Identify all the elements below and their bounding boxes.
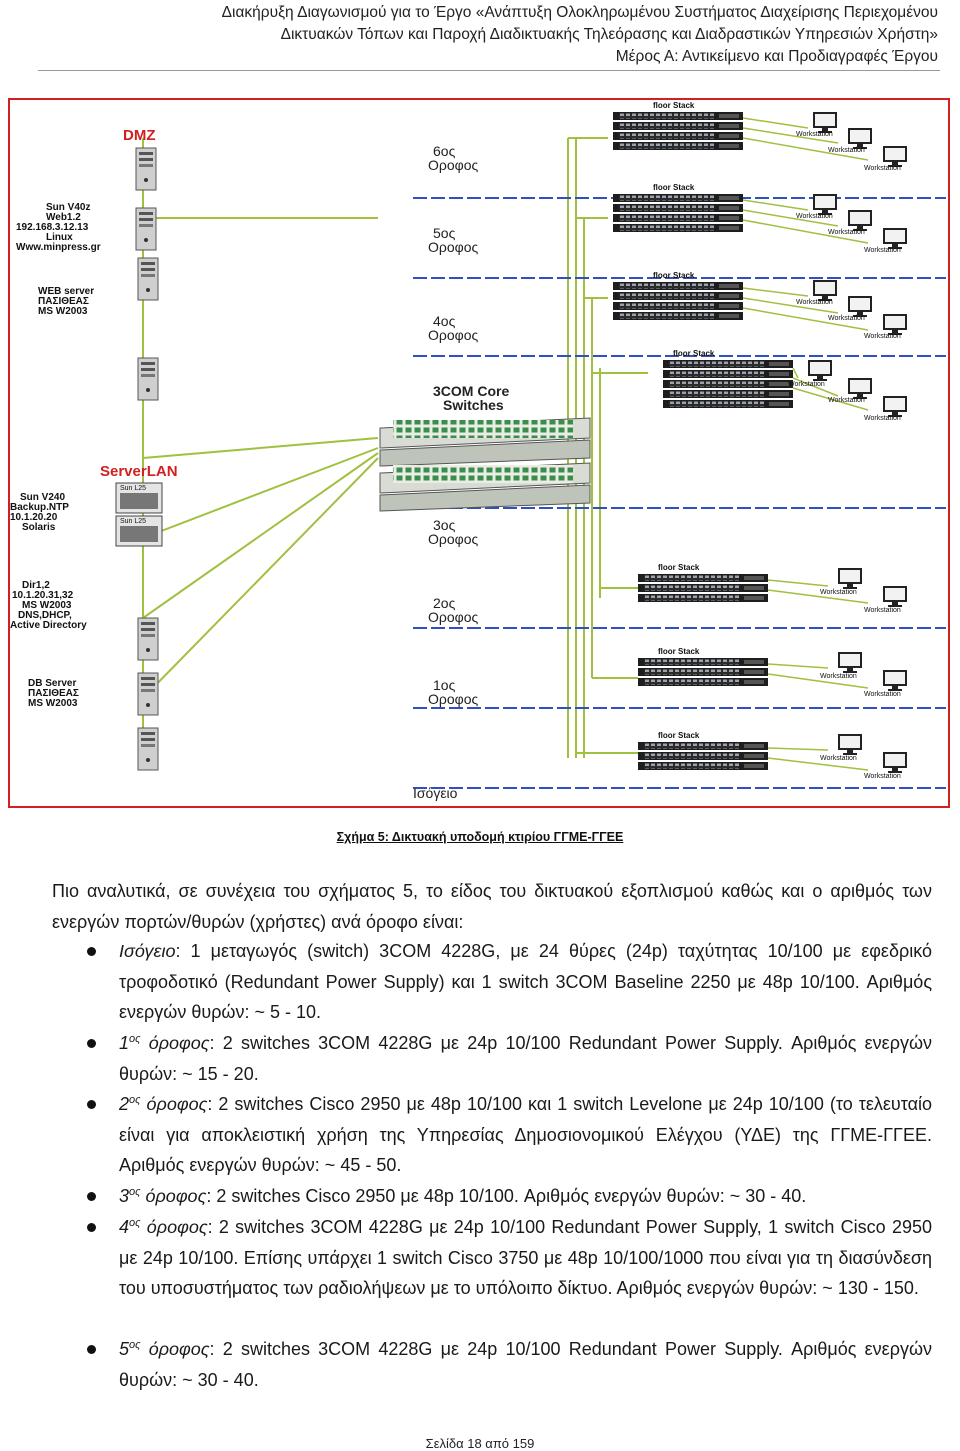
svg-text:Sun V240: Sun V240 xyxy=(20,492,65,503)
svg-text:10.1.20.31,32: 10.1.20.31,32 xyxy=(12,590,74,601)
floor-separators xyxy=(413,197,946,789)
svg-text:Workstation: Workstation xyxy=(796,131,833,138)
bullet-icon xyxy=(87,1345,96,1354)
svg-text:Linux: Linux xyxy=(46,232,73,243)
svg-text:ΠΑΣΙΘΕΑΣ: ΠΑΣΙΘΕΑΣ xyxy=(38,296,89,307)
bullet-icon xyxy=(87,1223,96,1232)
svg-text:Workstation: Workstation xyxy=(864,165,901,172)
list-item: 4ος όροφος: 2 switches 3COM 4228G με 24p… xyxy=(52,1212,932,1334)
floor-stacks: floor Stack floor Stack floor Stack floo… xyxy=(613,101,793,770)
svg-text:Workstation: Workstation xyxy=(828,315,865,322)
header-line-1: Διακήρυξη Διαγωνισμού για το Έργο «Ανάπτ… xyxy=(221,4,938,21)
bullet-icon xyxy=(87,947,96,956)
sun-v40z-labels: Sun V40z Web1.2 192.168.3.12.13 Linux Ww… xyxy=(16,202,101,253)
svg-text:Οροφος: Οροφος xyxy=(428,239,479,255)
svg-text:Solaris: Solaris xyxy=(22,522,56,533)
floor-list: Ισόγειο: 1 μεταγωγός (switch) 3COM 4228G… xyxy=(52,936,932,1395)
svg-text:Web1.2: Web1.2 xyxy=(46,212,81,223)
web-server-labels: WEB server ΠΑΣΙΘΕΑΣ MS W2003 xyxy=(38,286,94,317)
svg-text:Sun L25: Sun L25 xyxy=(120,518,146,525)
document-header: Διακήρυξη Διαγωνισμού για το Έργο «Ανάπτ… xyxy=(222,2,938,68)
intro-paragraph: Πιο αναλυτικά, σε συνέχεια του σχήματος … xyxy=(52,881,932,932)
core-switch-stack: 3COM Core Switches xyxy=(379,383,591,512)
list-item: Ισόγειο: 1 μεταγωγός (switch) 3COM 4228G… xyxy=(52,936,932,1028)
svg-text:Οροφος: Οροφος xyxy=(428,157,479,173)
svg-text:Www.minpress.gr: Www.minpress.gr xyxy=(16,242,101,253)
svg-text:192.168.3.12.13: 192.168.3.12.13 xyxy=(16,222,89,233)
svg-text:Οροφος: Οροφος xyxy=(428,609,479,625)
svg-text:Workstation: Workstation xyxy=(796,299,833,306)
svg-text:Sun V40z: Sun V40z xyxy=(46,202,90,213)
svg-text:3ος: 3ος xyxy=(433,517,456,533)
svg-text:floor Stack: floor Stack xyxy=(658,563,700,572)
svg-text:Workstation: Workstation xyxy=(864,247,901,254)
svg-text:MS W2003: MS W2003 xyxy=(28,698,78,709)
list-item: 2ος όροφος: 2 switches Cisco 2950 με 48p… xyxy=(52,1089,932,1181)
sun-v240-labels: Sun V240 Backup.NTP 10.1.20.20 Solaris xyxy=(10,492,69,533)
network-diagram: DMZ Sun V40z Web1.2 192.168.3.12.13 Linu… xyxy=(8,98,950,808)
figure-caption: Σχήμα 5: Δικτυακή υποδομή κτιρίου ΓΓΜΕ-Γ… xyxy=(336,830,624,844)
bullet-icon xyxy=(87,1192,96,1201)
svg-text:Backup.NTP: Backup.NTP xyxy=(10,502,69,513)
svg-text:Οροφος: Οροφος xyxy=(428,327,479,343)
svg-text:floor Stack: floor Stack xyxy=(653,183,695,192)
list-item: 5ος όροφος: 2 switches 3COM 4228G με 24p… xyxy=(52,1334,932,1395)
svg-text:Workstation: Workstation xyxy=(820,755,857,762)
svg-text:Workstation: Workstation xyxy=(828,147,865,154)
svg-text:MS W2003: MS W2003 xyxy=(38,306,88,317)
svg-text:6ος: 6ος xyxy=(433,143,456,159)
svg-text:Active Directory: Active Directory xyxy=(10,620,87,631)
svg-text:floor Stack: floor Stack xyxy=(653,101,695,110)
svg-text:Workstation: Workstation xyxy=(864,773,901,780)
page-number: Σελίδα 18 από 159 xyxy=(425,1436,535,1451)
svg-text:Workstation: Workstation xyxy=(828,229,865,236)
svg-text:Workstation: Workstation xyxy=(820,673,857,680)
svg-text:floor Stack: floor Stack xyxy=(673,349,715,358)
list-item: 1ος όροφος: 2 switches 3COM 4228G με 24p… xyxy=(52,1028,932,1089)
svg-text:Switches: Switches xyxy=(443,397,504,413)
header-line-3: Μέρος Α: Αντικείμενο και Προδιαγραφές Έρ… xyxy=(615,48,938,65)
list-item: 3ος όροφος: 2 switches Cisco 2950 με 48p… xyxy=(52,1181,932,1212)
svg-text:Workstation: Workstation xyxy=(788,381,825,388)
svg-text:Workstation: Workstation xyxy=(864,415,901,422)
workstation-links xyxy=(742,117,869,771)
svg-text:floor Stack: floor Stack xyxy=(658,731,700,740)
svg-text:Sun L25: Sun L25 xyxy=(120,485,146,492)
svg-text:DB Server: DB Server xyxy=(28,678,76,689)
svg-text:floor Stack: floor Stack xyxy=(658,647,700,656)
svg-text:Ισόγειο: Ισόγειο xyxy=(413,785,458,801)
bullet-icon xyxy=(87,1039,96,1048)
floor-labels: 6ος Οροφος 5ος Οροφος 4ος Οροφος 3ος Ορο… xyxy=(413,143,479,801)
svg-text:Workstation: Workstation xyxy=(864,607,901,614)
svg-text:Workstation: Workstation xyxy=(828,397,865,404)
svg-text:10.1.20.20: 10.1.20.20 xyxy=(10,512,58,523)
bullet-icon xyxy=(87,1100,96,1109)
dir-labels: Dir1,2 10.1.20.31,32 MS W2003 DNS,DHCP, … xyxy=(10,580,87,631)
svg-text:Οροφος: Οροφος xyxy=(428,531,479,547)
svg-text:5ος: 5ος xyxy=(433,225,456,241)
svg-text:MS W2003: MS W2003 xyxy=(22,600,72,611)
svg-text:Workstation: Workstation xyxy=(820,589,857,596)
header-line-2: Δικτυακών Τόπων και Παροχή Διαδικτυακής … xyxy=(280,26,938,43)
svg-text:Οροφος: Οροφος xyxy=(428,691,479,707)
header-rule xyxy=(38,70,940,71)
svg-text:4ος: 4ος xyxy=(433,313,456,329)
svg-text:3COM Core: 3COM Core xyxy=(433,383,509,399)
svg-text:Workstation: Workstation xyxy=(796,213,833,220)
svg-text:Dir1,2: Dir1,2 xyxy=(22,580,50,591)
svg-text:floor Stack: floor Stack xyxy=(653,271,695,280)
svg-text:WEB server: WEB server xyxy=(38,286,94,297)
svg-text:ΠΑΣΙΘΕΑΣ: ΠΑΣΙΘΕΑΣ xyxy=(28,688,79,699)
sun-l25-servers: Sun L25 Sun L25 xyxy=(115,482,163,547)
db-server-labels: DB Server ΠΑΣΙΘΕΑΣ MS W2003 xyxy=(28,678,79,709)
workstation-labels: Workstation Workstation Workstation Work… xyxy=(788,131,901,780)
svg-text:Workstation: Workstation xyxy=(864,691,901,698)
svg-text:2ος: 2ος xyxy=(433,595,456,611)
serverlan-label: ServerLAN xyxy=(100,463,178,480)
svg-text:Workstation: Workstation xyxy=(864,333,901,340)
svg-text:DNS,DHCP,: DNS,DHCP, xyxy=(18,610,72,621)
svg-text:1ος: 1ος xyxy=(433,677,456,693)
dmz-label: DMZ xyxy=(123,127,156,144)
